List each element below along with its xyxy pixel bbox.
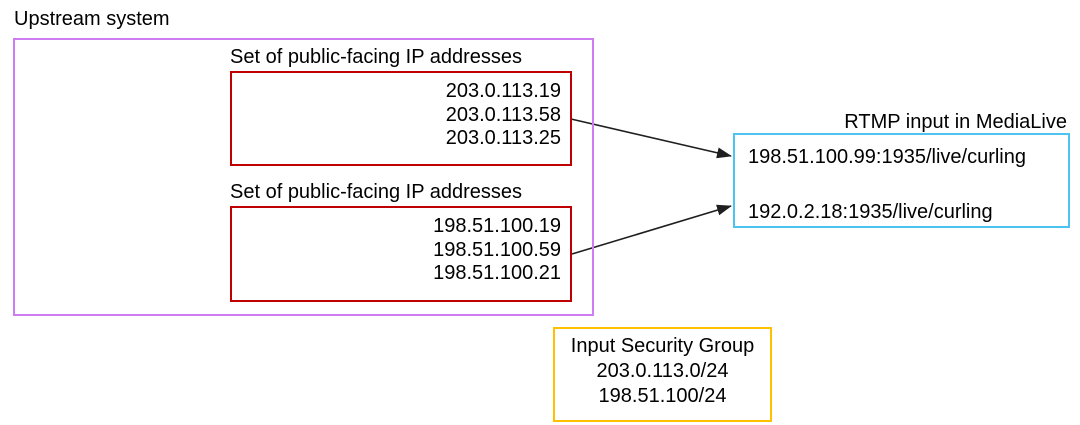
upstream-system-box [13, 38, 594, 316]
input-security-group-box: Input Security Group 203.0.113.0/24 198.… [553, 327, 772, 422]
rtmp-input-label: RTMP input in MediaLive [844, 111, 1067, 133]
upstream-system-label: Upstream system [14, 8, 170, 30]
ip-set-2-box: 198.51.100.19 198.51.100.59 198.51.100.2… [230, 206, 572, 302]
ip-address: 198.51.100.21 [433, 262, 561, 284]
input-security-group-title: Input Security Group [570, 335, 755, 357]
ip-set-1-label: Set of public-facing IP addresses [230, 46, 523, 68]
arrow-ipset1-to-rtmp [570, 118, 732, 159]
rtmp-input-box: 198.51.100.99:1935/live/curling 192.0.2.… [733, 133, 1070, 228]
ip-set-2-label: Set of public-facing IP addresses [230, 181, 523, 203]
ip-address: 203.0.113.19 [445, 80, 561, 102]
ip-address: 198.51.100.59 [433, 238, 561, 261]
security-group-cidr: 198.51.100/24 [598, 385, 727, 407]
ip-address: 203.0.113.25 [445, 127, 561, 149]
rtmp-endpoint: 198.51.100.99:1935/live/curling [748, 146, 1026, 168]
rtmp-endpoint: 192.0.2.18:1935/live/curling [748, 201, 993, 223]
ip-address: 198.51.100.19 [433, 215, 561, 237]
arrow-ipset2-to-rtmp [571, 204, 732, 255]
security-group-cidr: 203.0.113.0/24 [596, 360, 729, 382]
ip-address: 203.0.113.58 [445, 103, 561, 126]
ip-set-1-box: 203.0.113.19 203.0.113.58 203.0.113.25 [230, 71, 572, 166]
